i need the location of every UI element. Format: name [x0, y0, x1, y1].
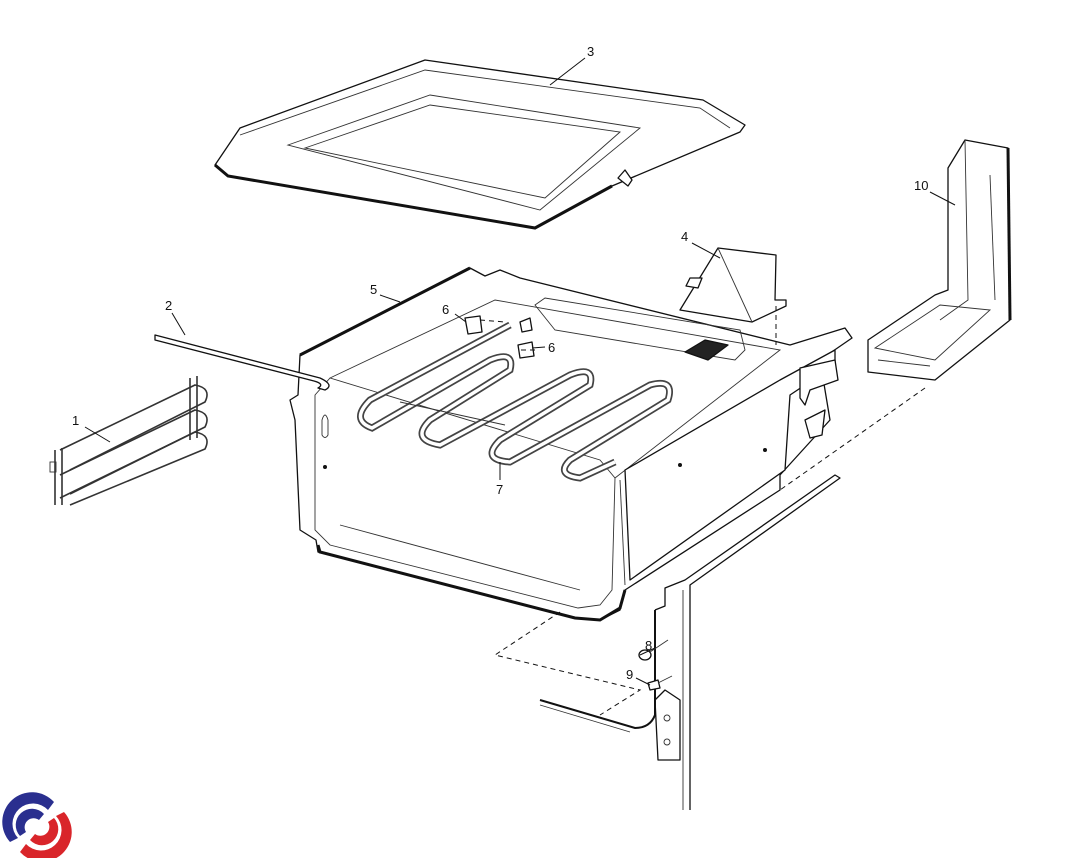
top-cover[interactable] — [214, 59, 746, 230]
bracket[interactable] — [679, 247, 787, 323]
screw[interactable] — [647, 675, 673, 691]
rod[interactable] — [154, 334, 330, 391]
callout-6b: 6 — [548, 340, 556, 355]
callout-4: 4 — [681, 229, 689, 244]
callout-5: 5 — [370, 282, 378, 297]
oven-cavity[interactable] — [289, 266, 853, 622]
shelf-rack[interactable] — [49, 376, 208, 506]
callout-9: 9 — [626, 667, 634, 682]
callout-10: 10 — [914, 178, 929, 193]
callout-1: 1 — [72, 413, 80, 428]
callout-3: 3 — [587, 44, 595, 59]
callout-7: 7 — [496, 482, 504, 497]
callout-8: 8 — [645, 638, 653, 653]
brand-logo — [2, 792, 72, 858]
callout-2: 2 — [165, 298, 173, 313]
callout-6a: 6 — [442, 302, 450, 317]
side-panel[interactable] — [867, 139, 1012, 381]
knob[interactable] — [638, 639, 669, 661]
clip[interactable] — [464, 315, 535, 359]
frame-panel — [539, 474, 841, 810]
heating-element[interactable] — [357, 321, 673, 482]
